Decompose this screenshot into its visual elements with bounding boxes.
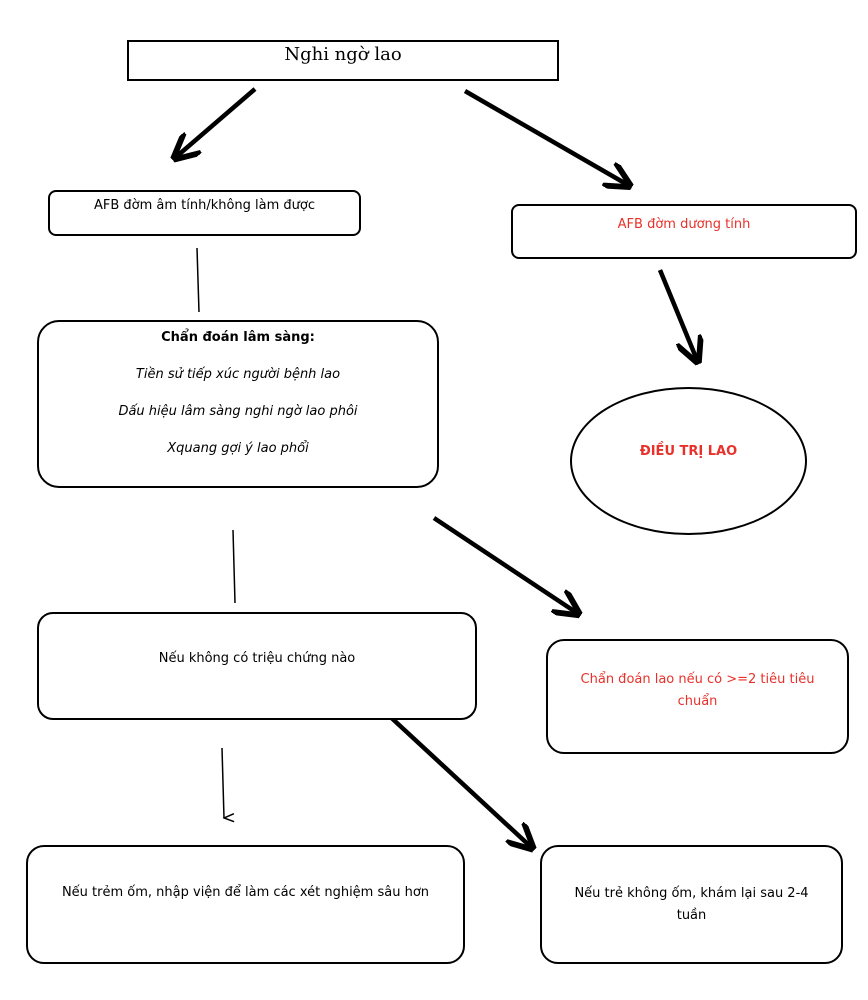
no-symptom-label: Nếu không có triệu chứng nào: [158, 651, 356, 666]
clinical-diagnosis-heading: Chẩn đoán lâm sàng:: [161, 330, 315, 345]
line-clinical-to-no-symptom: [232, 529, 236, 604]
arrow-afb-positive-to-treatment: [657, 269, 697, 360]
line-afb-negative-to-clinical: [196, 247, 200, 313]
sick-child-node: Nếu trẻm ốm, nhập viện để làm các xét ng…: [26, 845, 465, 964]
clinical-criterion-contact: Tiền sử tiếp xúc người bệnh lao: [135, 367, 341, 382]
diagnosis-criteria-node: Chẩn đoán lao nếu có >=2 tiêu tiêu chuẩn: [546, 639, 849, 754]
clinical-diagnosis-node: Chẩn đoán lâm sàng: Tiền sử tiếp xúc ngư…: [37, 320, 439, 488]
afb-negative-node: AFB đờm âm tính/không làm được: [48, 190, 361, 236]
clinical-criterion-xray: Xquang gợi ý lao phổi: [167, 441, 309, 456]
arrow-no-symptom-to-not-sick-child: [382, 709, 531, 847]
start-label: Nghi ngờ lao: [284, 44, 402, 65]
not-sick-child-node: Nếu trẻ không ốm, khám lại sau 2-4 tuần: [540, 845, 843, 964]
no-symptom-node: Nếu không có triệu chứng nào: [37, 612, 477, 720]
not-sick-child-label: Nếu trẻ không ốm, khám lại sau 2-4 tuần: [574, 886, 809, 923]
arrow-start-to-afb-negative: [176, 87, 257, 157]
arrow-clinical-to-diagnosis-criteria: [432, 516, 577, 613]
clinical-criterion-signs: Dấu hiệu lâm sàng nghi ngờ lao phôi: [118, 404, 358, 419]
arrow-no-symptom-to-sick-child: [221, 747, 224, 818]
afb-positive-label: AFB đờm dương tính: [617, 217, 751, 232]
diagnosis-criteria-label: Chẩn đoán lao nếu có >=2 tiêu tiêu chuẩn: [580, 672, 815, 709]
start-node: Nghi ngờ lao: [127, 40, 559, 81]
afb-positive-node: AFB đờm dương tính: [511, 204, 857, 259]
treatment-label: ĐIỀU TRỊ LAO: [639, 443, 738, 459]
treatment-node: ĐIỀU TRỊ LAO: [570, 387, 807, 535]
sick-child-label: Nếu trẻm ốm, nhập viện để làm các xét ng…: [61, 885, 430, 900]
afb-negative-label: AFB đờm âm tính/không làm được: [93, 198, 316, 213]
arrow-start-to-afb-positive: [463, 89, 628, 185]
